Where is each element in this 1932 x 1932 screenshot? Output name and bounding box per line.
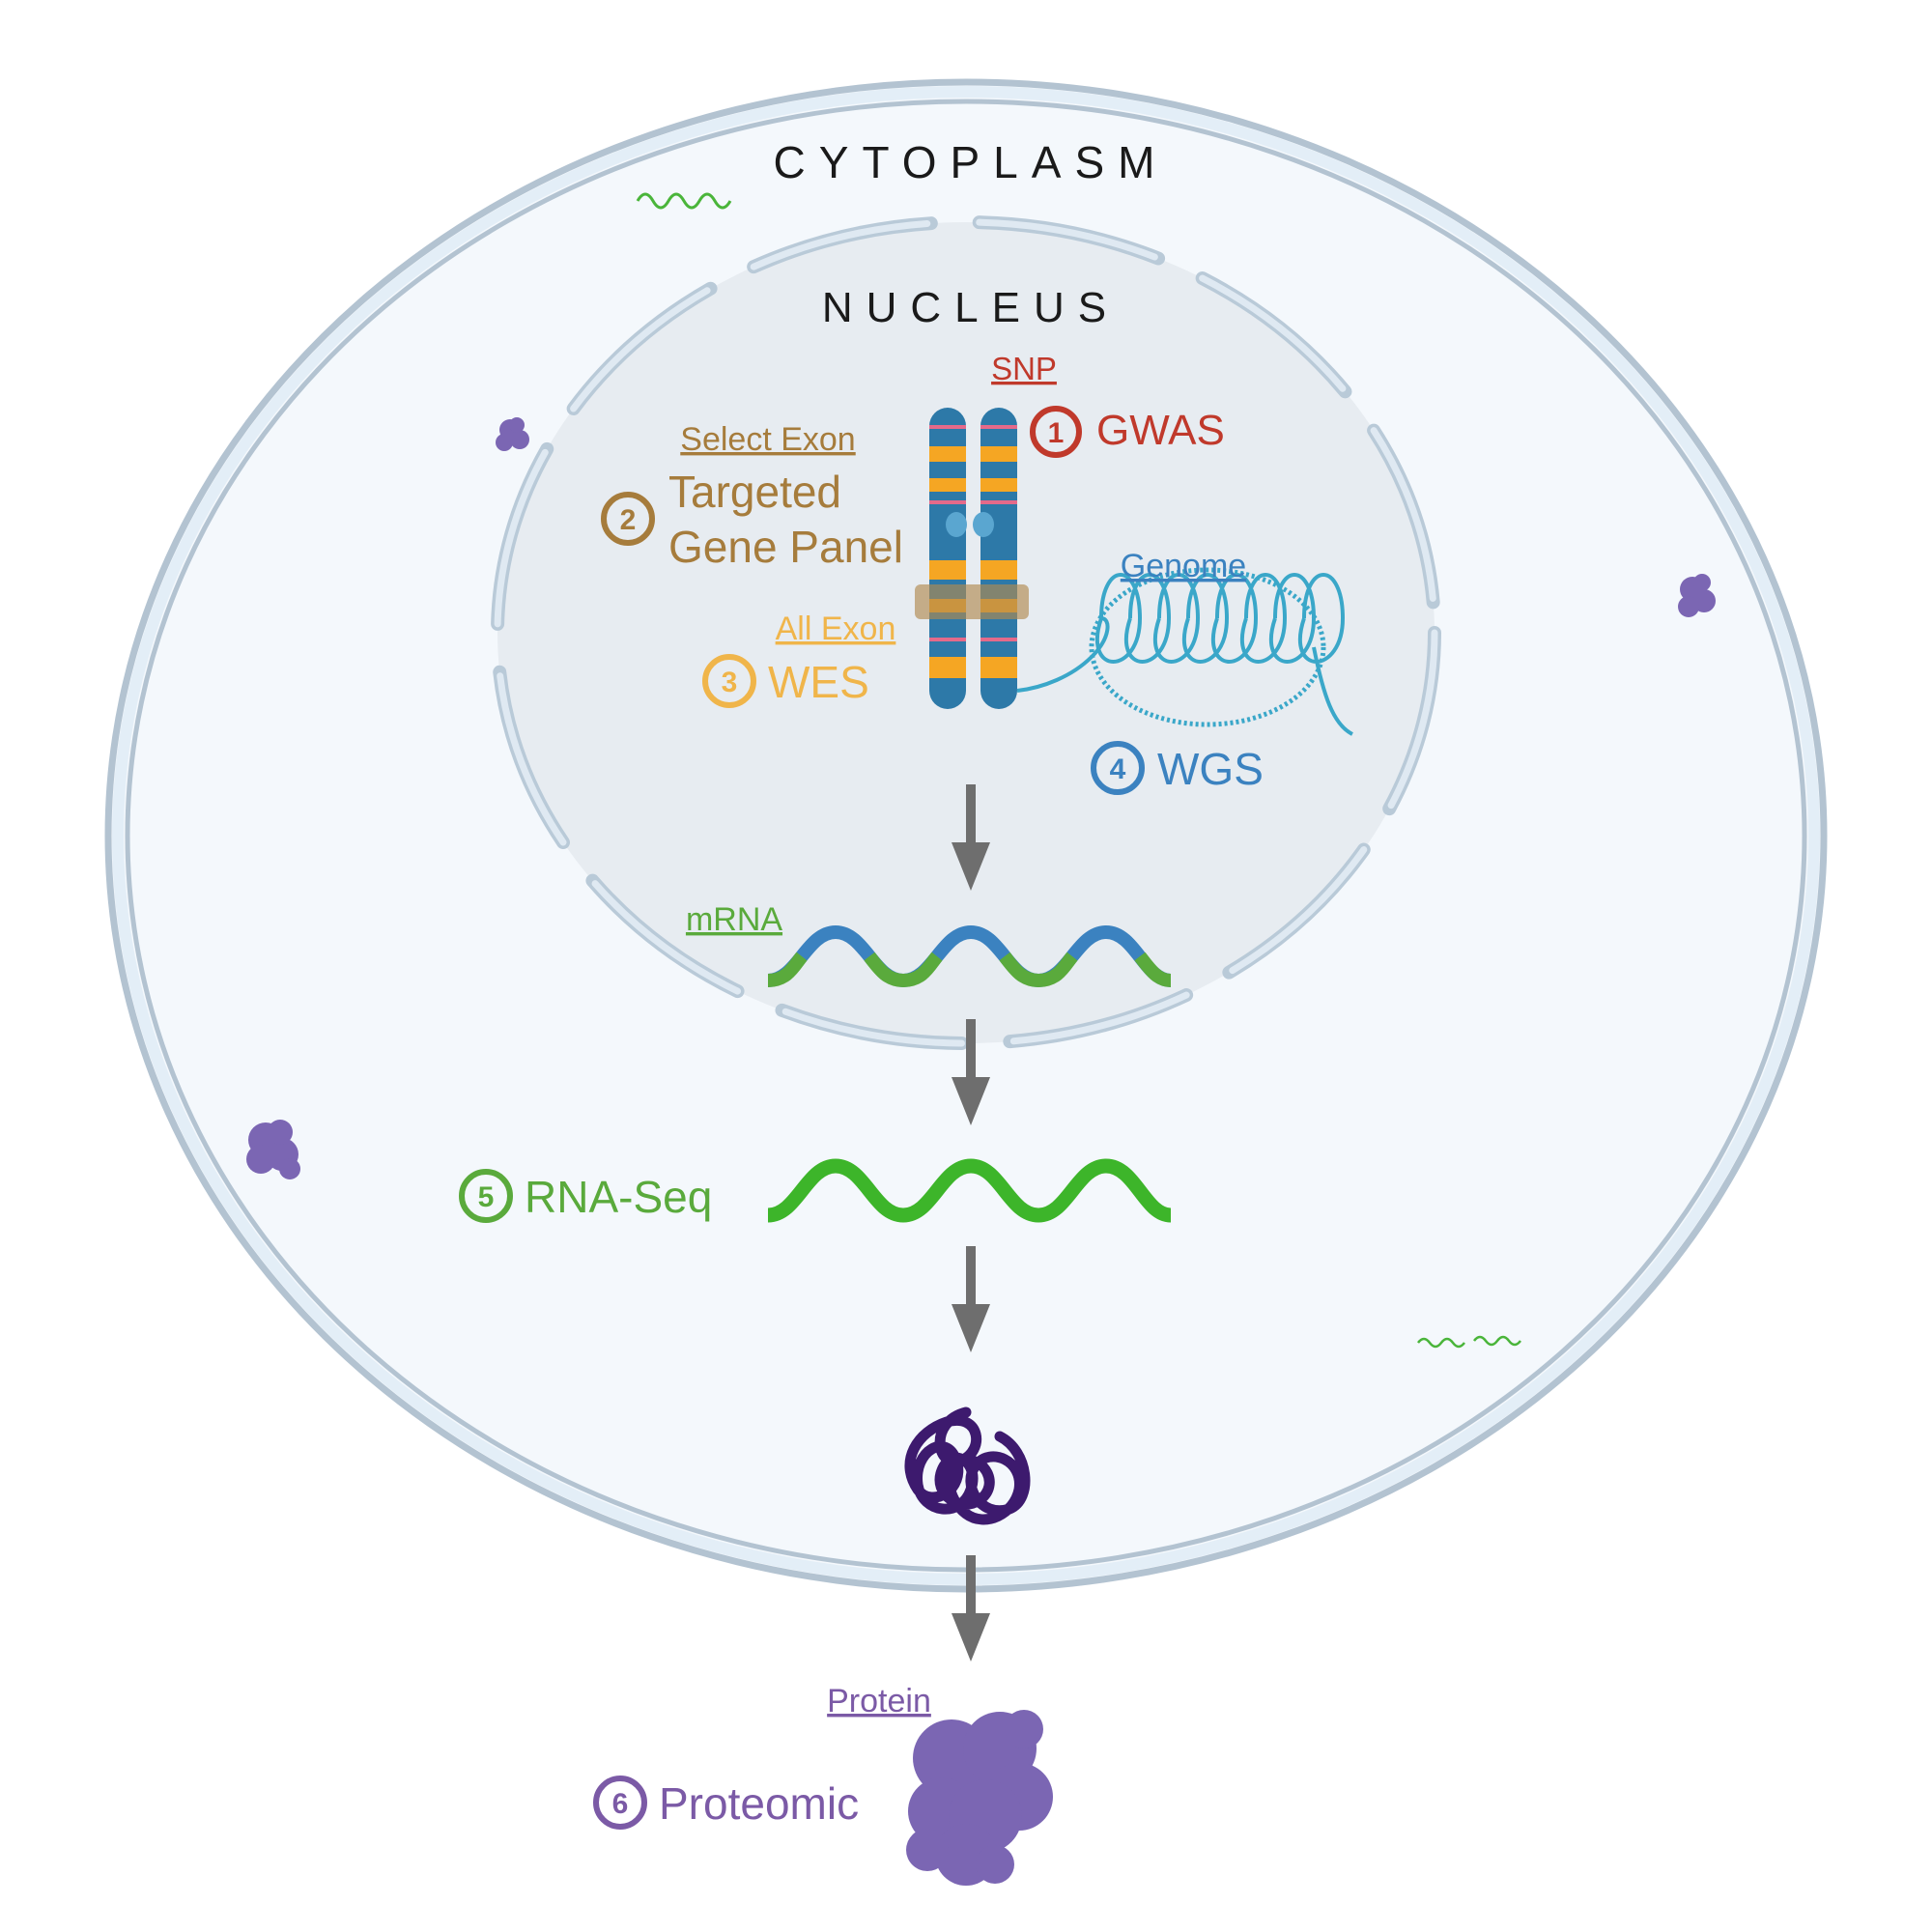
targeted-label-line1: Targeted: [668, 467, 841, 517]
gwas-label: GWAS: [1096, 407, 1225, 454]
protein-small-icon: [246, 1120, 300, 1179]
nuclear-envelope-inner: [494, 218, 1438, 1047]
mrna-exon-segments: [767, 952, 1172, 988]
method-5-badge: [459, 1169, 513, 1223]
flow-arrow-icon: [952, 784, 990, 891]
peptide-chain-icon: [904, 1406, 1031, 1525]
method-4-number: 4: [1110, 753, 1126, 785]
flow-arrow-icon: [952, 1555, 990, 1662]
rna-squiggle-icon: [1473, 1335, 1521, 1347]
protein-small-icon: [496, 417, 529, 451]
all-exon-label: All Exon: [776, 611, 896, 647]
snp-label: SNP: [991, 351, 1057, 386]
method-2-number: 2: [620, 504, 637, 536]
rna-squiggle-icon: [636, 192, 732, 210]
rna-strand-icon: [766, 1158, 1173, 1223]
dna-coil-outline: [1089, 567, 1326, 727]
cytoplasm-label: CYTOPLASM: [774, 137, 1169, 187]
nucleus-label: NUCLEUS: [822, 284, 1120, 331]
method-1-badge: [1030, 406, 1082, 458]
mrna-label: mRNA: [686, 901, 782, 938]
protein-label: Protein: [827, 1683, 931, 1719]
method-5-number: 5: [478, 1181, 495, 1213]
flow-arrow-icon: [952, 1246, 990, 1352]
mrna-strand-icon: [767, 924, 1173, 988]
method-2-badge: [601, 492, 655, 546]
method-1-number: 1: [1048, 417, 1065, 449]
method-3-badge: [702, 654, 756, 708]
flow-arrow-icon: [952, 1019, 990, 1125]
method-6-badge: [593, 1776, 647, 1830]
protein-large-icon: [906, 1710, 1053, 1886]
rna-squiggle-icon: [1417, 1337, 1465, 1349]
wes-label: WES: [768, 657, 869, 707]
wgs-label: WGS: [1157, 744, 1264, 794]
rna-seq-label: RNA-Seq: [525, 1172, 712, 1222]
method-4-badge: [1091, 741, 1145, 795]
method-3-number: 3: [722, 667, 738, 698]
method-6-number: 6: [612, 1788, 629, 1820]
proteomic-label: Proteomic: [659, 1778, 859, 1829]
select-exon-label: Select Exon: [680, 421, 855, 458]
targeted-region-highlight: [915, 584, 1029, 619]
targeted-label-line2: Gene Panel: [668, 522, 903, 572]
protein-small-icon: [1678, 574, 1716, 617]
genome-label: Genome: [1121, 548, 1246, 584]
